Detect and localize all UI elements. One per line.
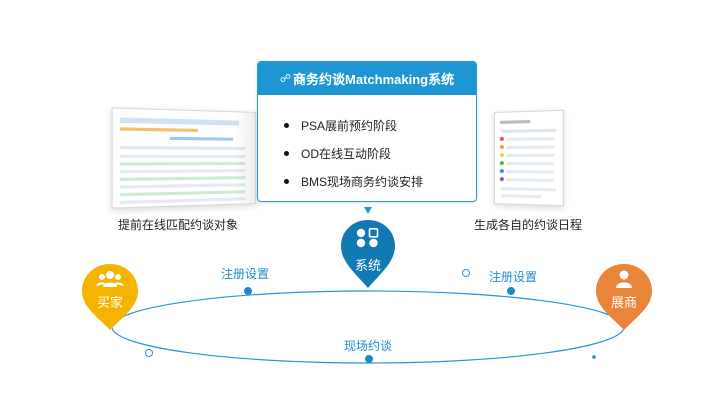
onsite-meeting-label: 现场约谈 <box>344 339 393 353</box>
deco-ring-right <box>462 269 470 277</box>
card-header: ☍ 商务约谈Matchmaking系统 <box>258 62 476 95</box>
exhibitor-label: 展商 <box>610 295 637 310</box>
right-register-label: 注册设置 <box>489 270 538 284</box>
people-icon <box>96 271 124 287</box>
system-label: 系统 <box>354 258 381 273</box>
bullet-icon <box>284 178 289 184</box>
exhibitor-pin: 展商 <box>594 262 654 332</box>
deco-dot <box>592 355 596 359</box>
user-icon <box>616 270 632 288</box>
bullet-icon <box>284 150 289 156</box>
bullet-icon <box>284 122 289 128</box>
right-caption: 生成各自的约谈日程 <box>474 218 583 232</box>
system-icon <box>356 228 366 238</box>
matchmaking-card: ☍ 商务约谈Matchmaking系统 PSA展前预约阶段 OD在线互动阶段 B… <box>257 61 477 202</box>
list-item: BMS现场商务约谈安排 <box>284 167 476 195</box>
orbit-node-bottom <box>365 355 373 363</box>
left-register-label: 注册设置 <box>221 267 270 281</box>
left-caption: 提前在线匹配约谈对象 <box>118 218 239 232</box>
phase-list: PSA展前预约阶段 OD在线互动阶段 BMS现场商务约谈安排 <box>258 95 476 195</box>
orbit-node-right <box>507 287 515 295</box>
system-pin: 系统 <box>339 218 397 290</box>
card-pointer-icon <box>364 207 372 214</box>
orbit-node-left <box>244 287 252 295</box>
list-item: OD在线互动阶段 <box>284 139 476 167</box>
handshake-icon: ☍ <box>279 73 292 85</box>
match-list-screenshot <box>111 107 256 209</box>
buyer-label: 买家 <box>96 295 123 310</box>
list-item: PSA展前预约阶段 <box>284 111 476 139</box>
buyer-pin: 买家 <box>80 262 140 332</box>
deco-ring-left <box>145 349 153 357</box>
card-title: 商务约谈Matchmaking系统 <box>293 72 455 87</box>
schedule-screenshot <box>494 109 564 207</box>
